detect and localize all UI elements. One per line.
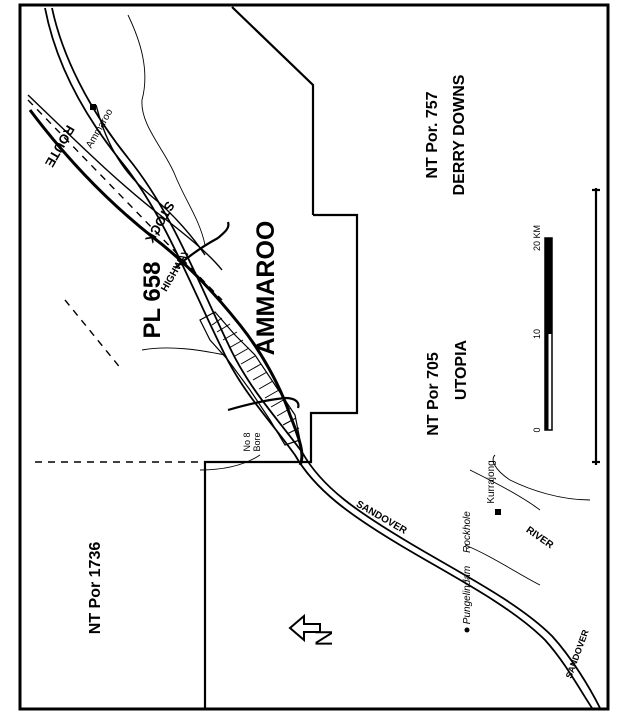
creeks — [127, 14, 591, 586]
scale-bar — [544, 237, 553, 431]
property-label-utopia-por: NT Por 705 — [425, 352, 442, 436]
scale-label-0: 0 — [532, 427, 542, 432]
sandover-river — [44, 7, 601, 709]
ammaroo-homestead-icon — [90, 104, 96, 110]
river-label-river: RIVER — [524, 525, 556, 552]
dashed-boundaries — [27, 99, 223, 463]
north-arrow — [288, 613, 321, 643]
north-arrow-label: N — [311, 629, 338, 646]
kurrajong-homestead-icon — [495, 509, 501, 515]
pungelindam-rockhole-icon — [464, 627, 470, 633]
scale-label-20km: 20 KM — [532, 225, 542, 251]
map-frame — [18, 3, 610, 711]
place-label-pungelindam: Pungelindam — [462, 566, 473, 624]
stock-route — [27, 94, 223, 271]
highway-road — [28, 109, 304, 466]
place-label-ammaroo: Ammaroo — [84, 107, 115, 150]
property-label-utopia-name: UTOPIA — [453, 339, 470, 400]
place-label-no8: No 8 — [242, 432, 252, 451]
river-label-sandover: SANDOVER — [354, 499, 409, 537]
place-label-bore: Bore — [252, 432, 262, 451]
property-label-pl658: PL 658 — [139, 262, 166, 339]
property-label-nt1736: NT Por 1736 — [87, 542, 104, 635]
hatched-area — [199, 311, 301, 446]
property-label-derry-name: DERRY DOWNS — [451, 74, 468, 195]
property-label-ammaroo: AMMAROO — [252, 221, 280, 356]
scale-label-10: 10 — [532, 329, 542, 339]
property-label-derry-por: NT Por. 757 — [424, 91, 441, 178]
crossing-markers — [174, 221, 300, 412]
place-label-kurrajong: Kurrajong — [486, 460, 497, 503]
place-label-rockhole: Rockhole — [462, 511, 473, 553]
